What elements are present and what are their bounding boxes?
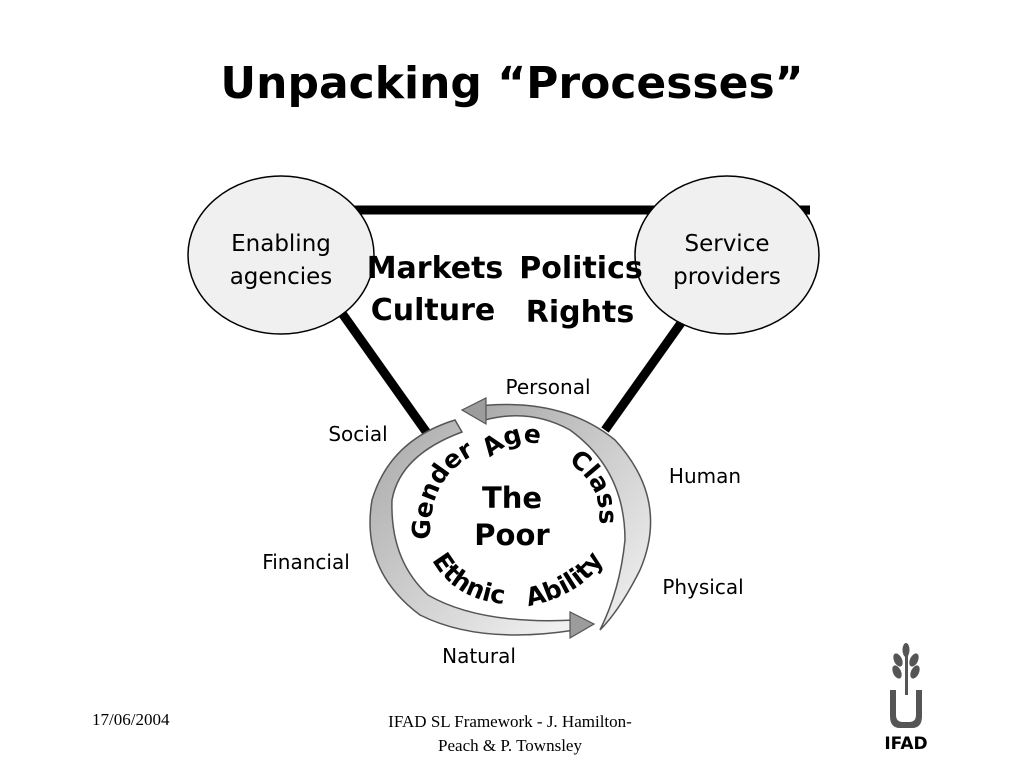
identity-age: Age xyxy=(476,419,543,463)
outer-right-arrow xyxy=(469,403,652,631)
footer-date: 17/06/2004 xyxy=(92,710,170,729)
footer-credit-line2: Peach & P. Townsley xyxy=(438,736,582,755)
arrow-head-bottom xyxy=(569,611,596,640)
capital-social: Social xyxy=(328,422,387,446)
enabling-agencies-node: Enabling agencies xyxy=(187,175,375,335)
identity-ability: Ability xyxy=(523,546,609,612)
center-label: The Poor xyxy=(474,481,550,552)
slide-title: Unpacking “Processes” xyxy=(220,58,804,109)
context-politics: Politics xyxy=(519,251,642,286)
footer-credit-line1: IFAD SL Framework - J. Hamilton- xyxy=(388,712,632,731)
service-label-line2: providers xyxy=(673,264,781,290)
capital-human: Human xyxy=(669,464,741,488)
context-words: Markets Culture Politics Rights xyxy=(367,251,643,330)
capital-natural: Natural xyxy=(442,644,516,668)
ifad-wheat-icon xyxy=(890,643,922,728)
context-culture: Culture xyxy=(371,293,496,328)
center-line2: Poor xyxy=(474,518,550,552)
enabling-label-line2: agencies xyxy=(230,264,333,290)
center-line1: The xyxy=(482,481,542,515)
enabling-label-line1: Enabling xyxy=(231,231,331,257)
footer-credit: IFAD SL Framework - J. Hamilton- Peach &… xyxy=(340,710,680,758)
capital-labels: Personal Social Human Financial Physical… xyxy=(262,375,743,668)
capital-financial: Financial xyxy=(262,550,350,574)
arrow-head-top xyxy=(460,397,487,426)
service-providers-node: Service providers xyxy=(634,175,820,335)
service-providers-circle xyxy=(634,175,820,335)
capital-physical: Physical xyxy=(662,575,743,599)
ifad-logo: IFAD xyxy=(884,643,928,754)
cycle-arrows xyxy=(369,397,652,640)
enabling-agencies-circle xyxy=(187,175,375,335)
service-label-line1: Service xyxy=(684,231,769,257)
context-rights: Rights xyxy=(526,295,634,330)
ifad-logo-text: IFAD xyxy=(884,734,927,754)
context-markets: Markets xyxy=(367,251,504,286)
capital-personal: Personal xyxy=(505,375,590,399)
